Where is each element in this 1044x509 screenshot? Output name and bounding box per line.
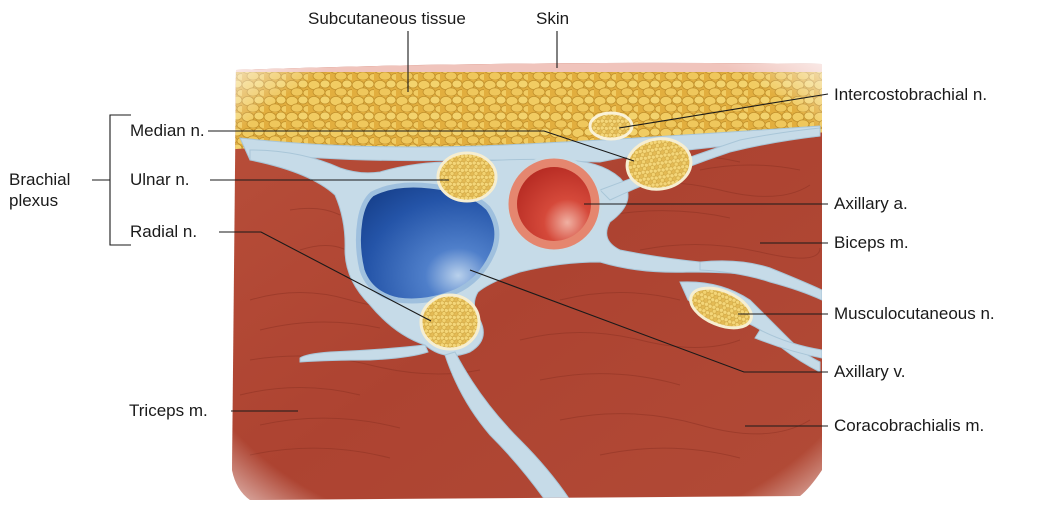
label-ulnar-nerve: Ulnar n. <box>130 170 190 190</box>
label-median-nerve: Median n. <box>130 121 205 141</box>
label-brachial-plexus-line2: plexus <box>9 191 58 211</box>
label-axillary-artery: Axillary a. <box>834 194 908 214</box>
label-subcutaneous-tissue: Subcutaneous tissue <box>308 9 466 29</box>
brachial-plexus-bracket <box>110 115 131 245</box>
label-biceps-muscle: Biceps m. <box>834 233 909 253</box>
edge-vignette <box>220 60 840 509</box>
label-skin: Skin <box>536 9 569 29</box>
label-radial-nerve: Radial n. <box>130 222 197 242</box>
label-triceps-muscle: Triceps m. <box>129 401 208 421</box>
label-musculocutaneous-nerve: Musculocutaneous n. <box>834 304 995 324</box>
label-brachial-plexus-line1: Brachial <box>9 170 70 190</box>
label-axillary-vein: Axillary v. <box>834 362 905 382</box>
label-coracobrachialis-muscle: Coracobrachialis m. <box>834 416 984 436</box>
label-intercostobrachial-nerve: Intercostobrachial n. <box>834 85 987 105</box>
